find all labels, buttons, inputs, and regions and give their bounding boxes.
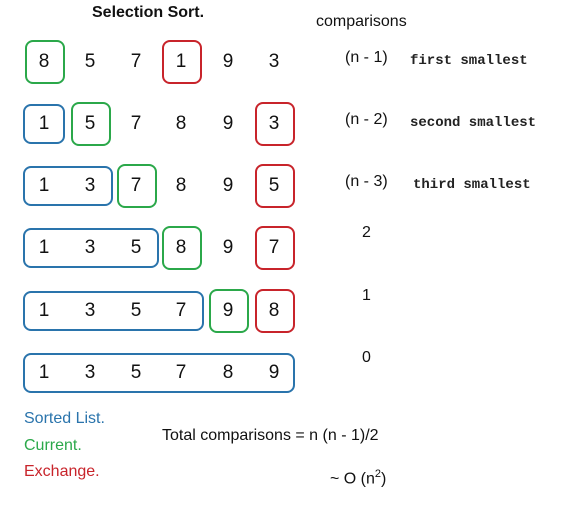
array-value: 9 xyxy=(268,362,280,383)
array-value: 5 xyxy=(84,113,96,134)
array-value: 9 xyxy=(222,175,234,196)
array-value: 9 xyxy=(222,300,234,321)
comparison-count: (n - 2) xyxy=(345,111,388,128)
legend-current: Current. xyxy=(24,437,82,454)
complexity-exponent: 2 xyxy=(374,468,382,480)
sorted-list-box xyxy=(23,104,65,144)
sort-step-row: 1 3 5 7 9 8 1 xyxy=(0,287,564,337)
comparison-count: 2 xyxy=(362,224,371,241)
array-value: 9 xyxy=(222,113,234,134)
exchange-box xyxy=(255,289,295,333)
array-value: 7 xyxy=(130,113,142,134)
complexity-prefix: ~ O (n xyxy=(330,470,375,488)
legend-exchange: Exchange. xyxy=(24,463,100,480)
array-value: 1 xyxy=(38,362,50,383)
array-value: 1 xyxy=(38,237,50,258)
exchange-box xyxy=(255,164,295,208)
comparison-count: (n - 1) xyxy=(345,49,388,66)
array-value: 8 xyxy=(268,300,280,321)
array-value: 5 xyxy=(130,300,142,321)
array-value: 8 xyxy=(38,51,50,72)
sorted-list-box xyxy=(23,291,204,331)
current-box xyxy=(71,102,111,146)
array-value: 5 xyxy=(130,237,142,258)
current-box xyxy=(162,226,202,270)
step-label: third smallest xyxy=(413,177,531,193)
array-value: 8 xyxy=(175,175,187,196)
comparison-count: 0 xyxy=(362,349,371,366)
array-value: 1 xyxy=(38,113,50,134)
array-value: 3 xyxy=(84,237,96,258)
array-value: 3 xyxy=(84,362,96,383)
array-value: 7 xyxy=(175,362,187,383)
legend-sorted: Sorted List. xyxy=(24,410,105,427)
complexity-suffix: ) xyxy=(381,470,387,488)
array-value: 5 xyxy=(268,175,280,196)
array-value: 5 xyxy=(130,362,142,383)
array-value: 7 xyxy=(268,237,280,258)
sort-step-row: 1 3 5 7 8 9 0 xyxy=(0,349,564,399)
array-value: 3 xyxy=(84,300,96,321)
array-value: 7 xyxy=(130,51,142,72)
exchange-box xyxy=(255,102,295,146)
exchange-box xyxy=(255,226,295,270)
sorted-list-box xyxy=(23,228,159,268)
diagram-title: Selection Sort. xyxy=(92,4,205,21)
comparison-count: (n - 3) xyxy=(345,173,388,190)
sort-step-row: 1 3 7 8 9 5 (n - 3) third smallest xyxy=(0,162,564,212)
sorted-list-box xyxy=(23,166,113,206)
sort-step-row: 1 5 7 8 9 3 (n - 2) second smallest xyxy=(0,100,564,150)
step-label: second smallest xyxy=(410,115,537,131)
current-box xyxy=(25,40,65,84)
current-box xyxy=(117,164,157,208)
array-value: 1 xyxy=(175,51,187,72)
array-value: 3 xyxy=(268,51,280,72)
array-value: 1 xyxy=(38,175,50,196)
sort-step-row: 8 5 7 1 9 3 (n - 1) first smallest xyxy=(0,38,564,88)
sorted-list-box xyxy=(23,353,295,393)
array-value: 5 xyxy=(84,51,96,72)
sort-step-row: 1 3 5 8 9 7 2 xyxy=(0,224,564,274)
array-value: 1 xyxy=(38,300,50,321)
complexity: ~ O (n2) xyxy=(330,468,386,488)
array-value: 7 xyxy=(175,300,187,321)
total-comparisons: Total comparisons = n (n - 1)/2 xyxy=(162,427,379,444)
array-value: 9 xyxy=(222,51,234,72)
array-value: 8 xyxy=(175,237,187,258)
comparison-count: 1 xyxy=(362,287,371,304)
array-value: 7 xyxy=(130,175,142,196)
array-value: 3 xyxy=(268,113,280,134)
array-value: 3 xyxy=(84,175,96,196)
exchange-box xyxy=(162,40,202,84)
array-value: 8 xyxy=(175,113,187,134)
array-value: 9 xyxy=(222,237,234,258)
comparisons-header: comparisons xyxy=(316,13,407,30)
array-value: 8 xyxy=(222,362,234,383)
step-label: first smallest xyxy=(410,53,528,69)
current-box xyxy=(209,289,249,333)
